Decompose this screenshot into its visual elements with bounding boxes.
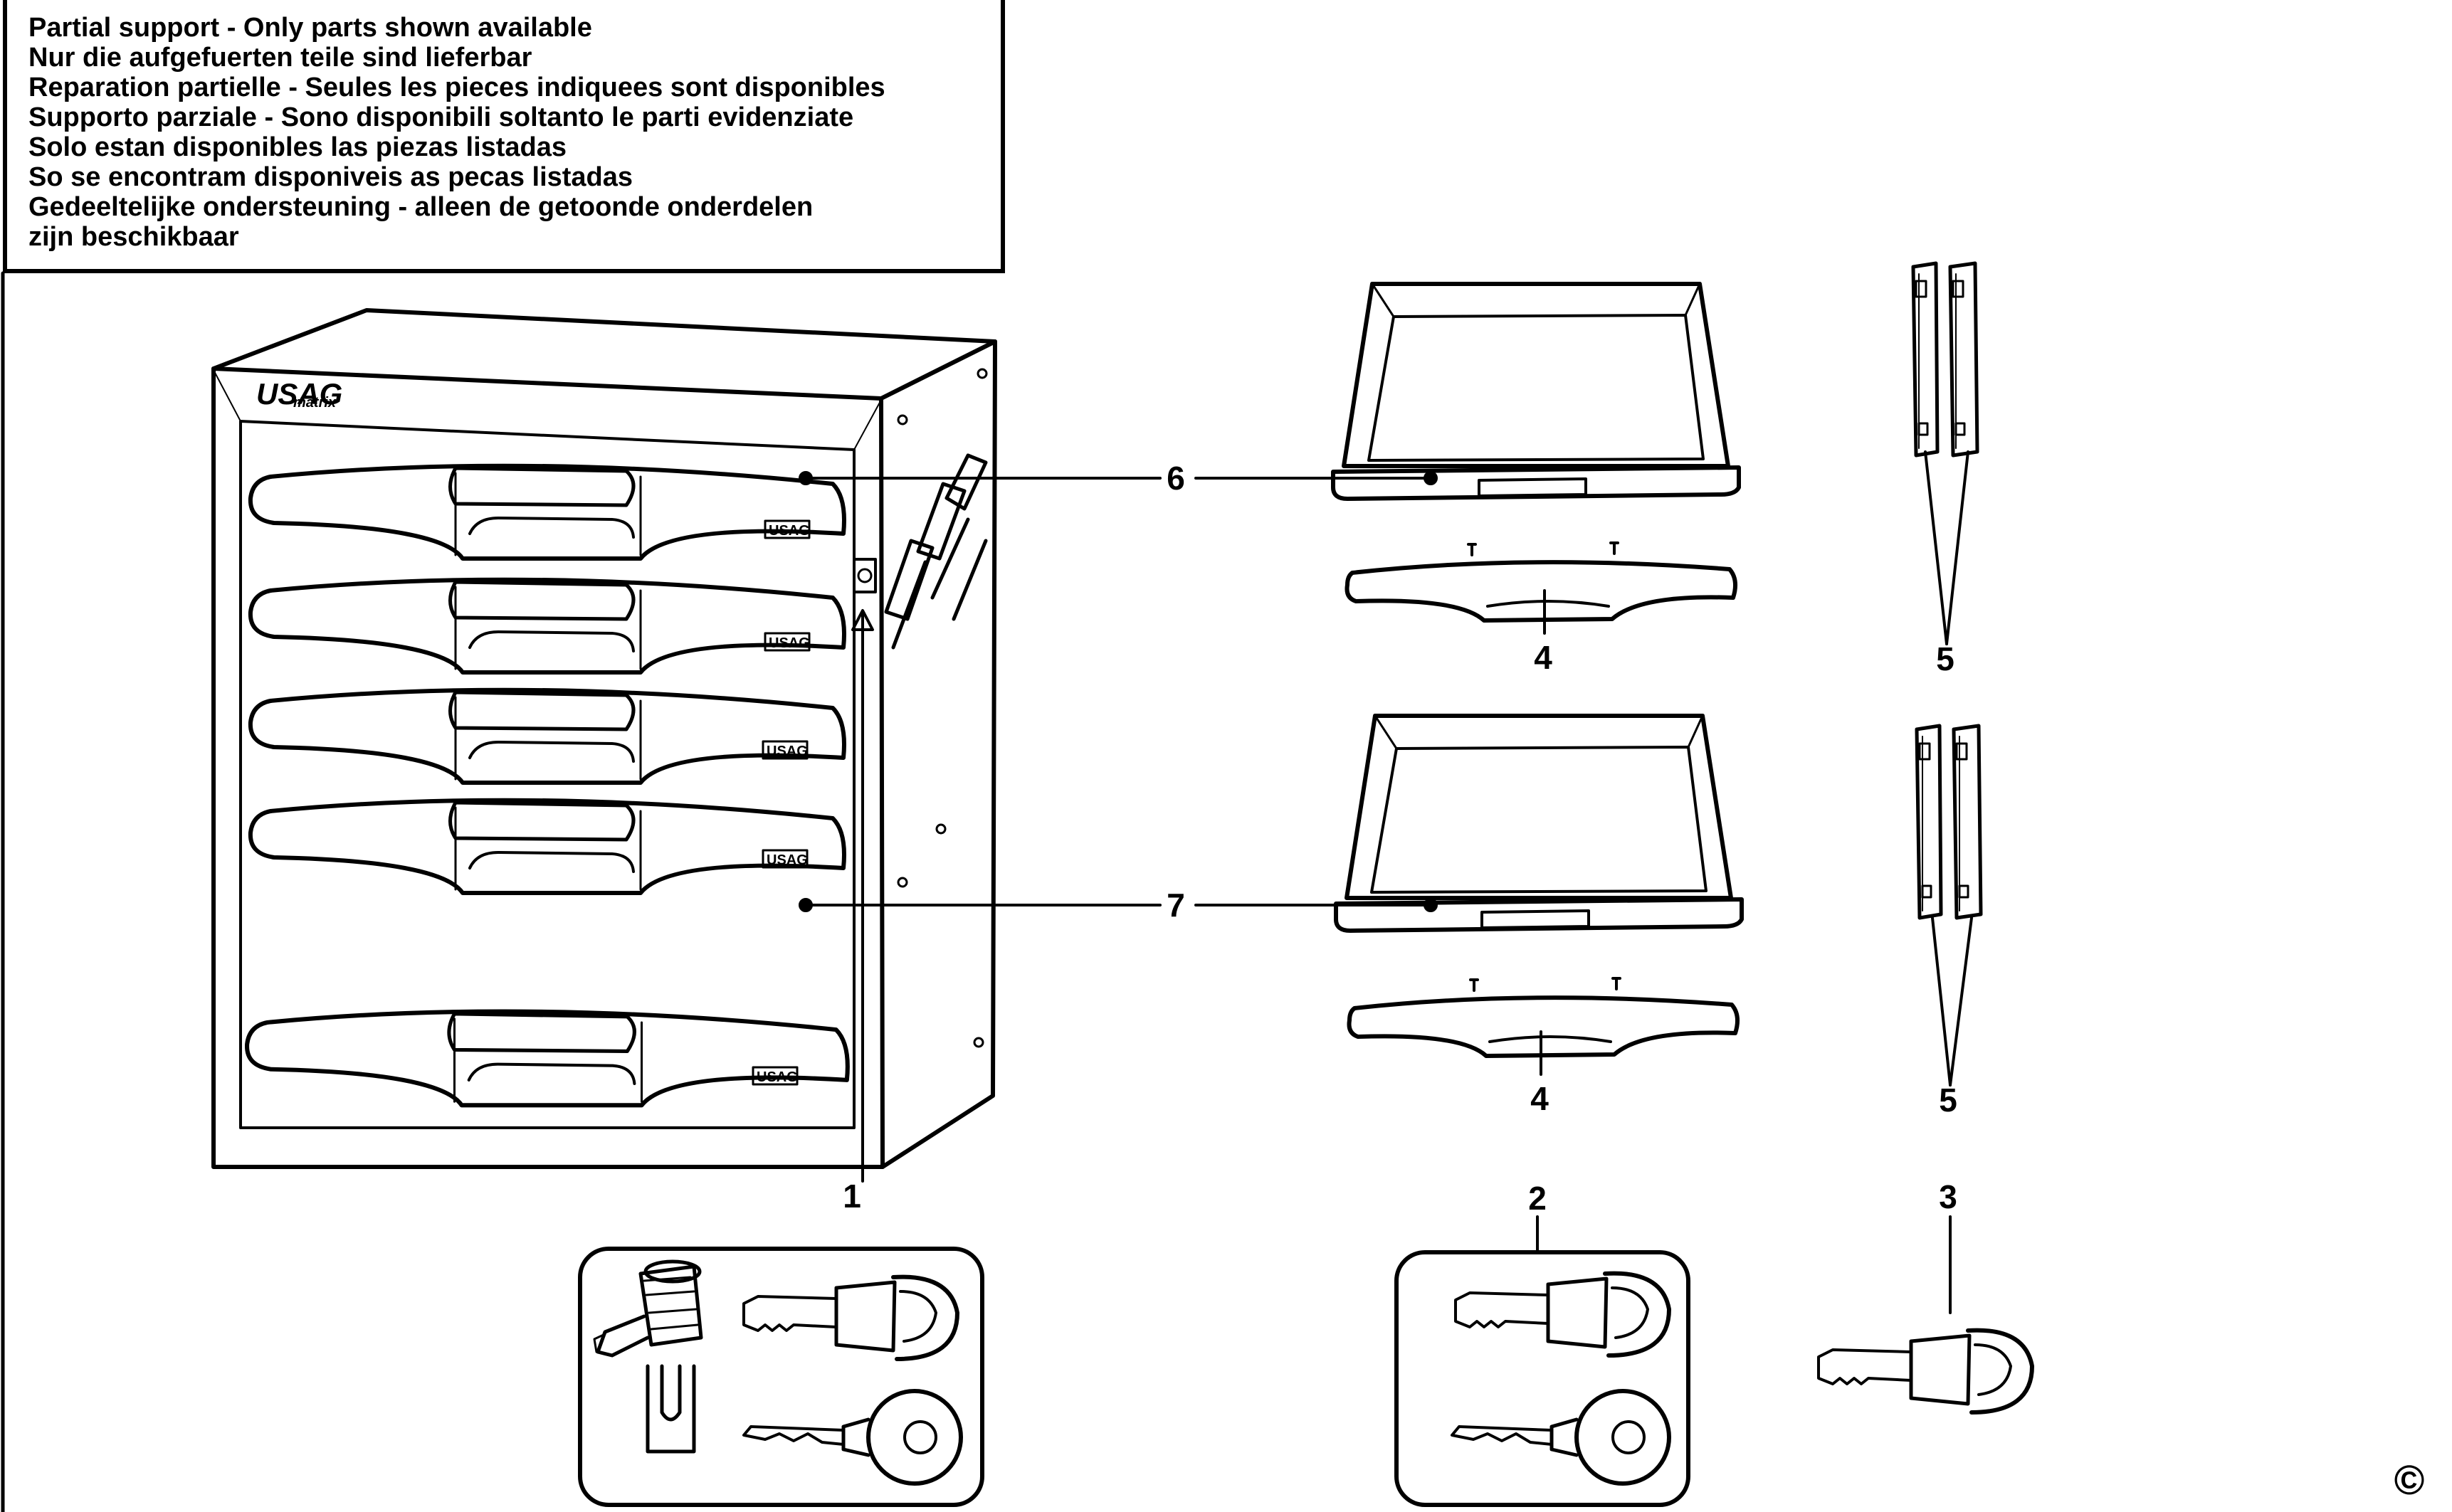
lock-arrow bbox=[851, 609, 874, 1183]
leader-dot-6-right bbox=[1424, 471, 1438, 485]
drawer-rails-5-lower bbox=[1917, 726, 1981, 918]
drawer-badge-5: USAG bbox=[757, 1069, 798, 1085]
notice-line-5: Solo estan disponibles las piezas listad… bbox=[28, 132, 567, 162]
lock-kit-1 bbox=[578, 1247, 984, 1507]
cabinet-brand-sub: matrix bbox=[293, 395, 337, 411]
tool-cabinet: USAG matrix USAG USAG USAG USAG USAG bbox=[211, 308, 997, 1183]
drawer-badge-3: USAG bbox=[767, 744, 808, 759]
callout-4-lower: 4 bbox=[1530, 1080, 1549, 1117]
callout-3: 3 bbox=[1939, 1178, 1957, 1215]
drawer-badges: USAG USAG USAG USAG USAG bbox=[752, 519, 811, 1086]
callout-2: 2 bbox=[1528, 1180, 1547, 1217]
lock-clip-icon bbox=[646, 1364, 696, 1454]
drawer-front-4-upper bbox=[1347, 543, 1736, 620]
callout-5-upper: 5 bbox=[1936, 640, 1954, 677]
drawer-handle-3 bbox=[251, 690, 844, 783]
callout-7: 7 bbox=[1167, 887, 1185, 924]
drawer-badge-1: USAG bbox=[769, 523, 810, 539]
callout-4-upper: 4 bbox=[1534, 639, 1552, 676]
drawer-rails-5-upper bbox=[1913, 263, 1977, 455]
drawer-handle-5 bbox=[247, 1011, 848, 1105]
notice-line-7: Gedeeltelijke ondersteuning - alleen de … bbox=[28, 192, 814, 222]
leader-lines bbox=[799, 450, 1973, 1314]
drawer-tray-6 bbox=[1333, 284, 1739, 499]
key-a-kit-1 bbox=[744, 1277, 957, 1359]
key-3 bbox=[1819, 1331, 2032, 1412]
cabinet-inner-panel bbox=[239, 420, 856, 1129]
notice-line-8: zijn beschikbaar bbox=[28, 222, 239, 252]
drawer-badge-4: USAG bbox=[767, 852, 808, 868]
drawer-handle-4 bbox=[251, 800, 844, 893]
lock-kit-1-box bbox=[578, 1247, 984, 1507]
cabinet-front-frame bbox=[211, 366, 885, 1169]
drawer-handle-2 bbox=[251, 580, 844, 672]
callout-numbers: 1 2 3 4 4 5 5 6 7 bbox=[843, 460, 1957, 1217]
key-b-kit-1 bbox=[744, 1391, 961, 1484]
notice-line-6: So se encontram disponiveis as pecas lis… bbox=[28, 162, 633, 192]
cabinet-side-logo bbox=[884, 453, 988, 650]
drawer-front-4-lower bbox=[1349, 978, 1738, 1056]
cabinet-brand-logo: USAG bbox=[256, 377, 342, 411]
notice-line-4: Supporto parziale - Sono disponibili sol… bbox=[28, 102, 854, 132]
drawer-tray-7 bbox=[1336, 716, 1742, 931]
key-b-kit-2 bbox=[1452, 1391, 1669, 1484]
cabinet-side bbox=[879, 339, 997, 1169]
cabinet-lock bbox=[853, 558, 877, 593]
notice-line-3: Reparation partielle - Seules les pieces… bbox=[28, 73, 885, 102]
key-a-kit-2 bbox=[1456, 1274, 1669, 1355]
drawer-handle-1 bbox=[251, 466, 844, 559]
callout-6: 6 bbox=[1167, 460, 1185, 497]
callout-1: 1 bbox=[843, 1178, 861, 1215]
notice-line-1: Partial support - Only parts shown avail… bbox=[28, 13, 592, 43]
partial-support-notice: Partial support - Only parts shown avail… bbox=[3, 0, 1005, 273]
callout-5-lower: 5 bbox=[1939, 1082, 1957, 1119]
drawer-badge-2: USAG bbox=[769, 635, 810, 651]
key-kit-2 bbox=[1394, 1250, 1690, 1507]
key-kit-2-box bbox=[1394, 1250, 1690, 1507]
notice-line-2: Nur die aufgefuerten teile sind lieferba… bbox=[28, 43, 532, 73]
copyright-mark: © bbox=[2394, 1457, 2425, 1503]
lock-cylinder-icon bbox=[593, 1259, 703, 1358]
